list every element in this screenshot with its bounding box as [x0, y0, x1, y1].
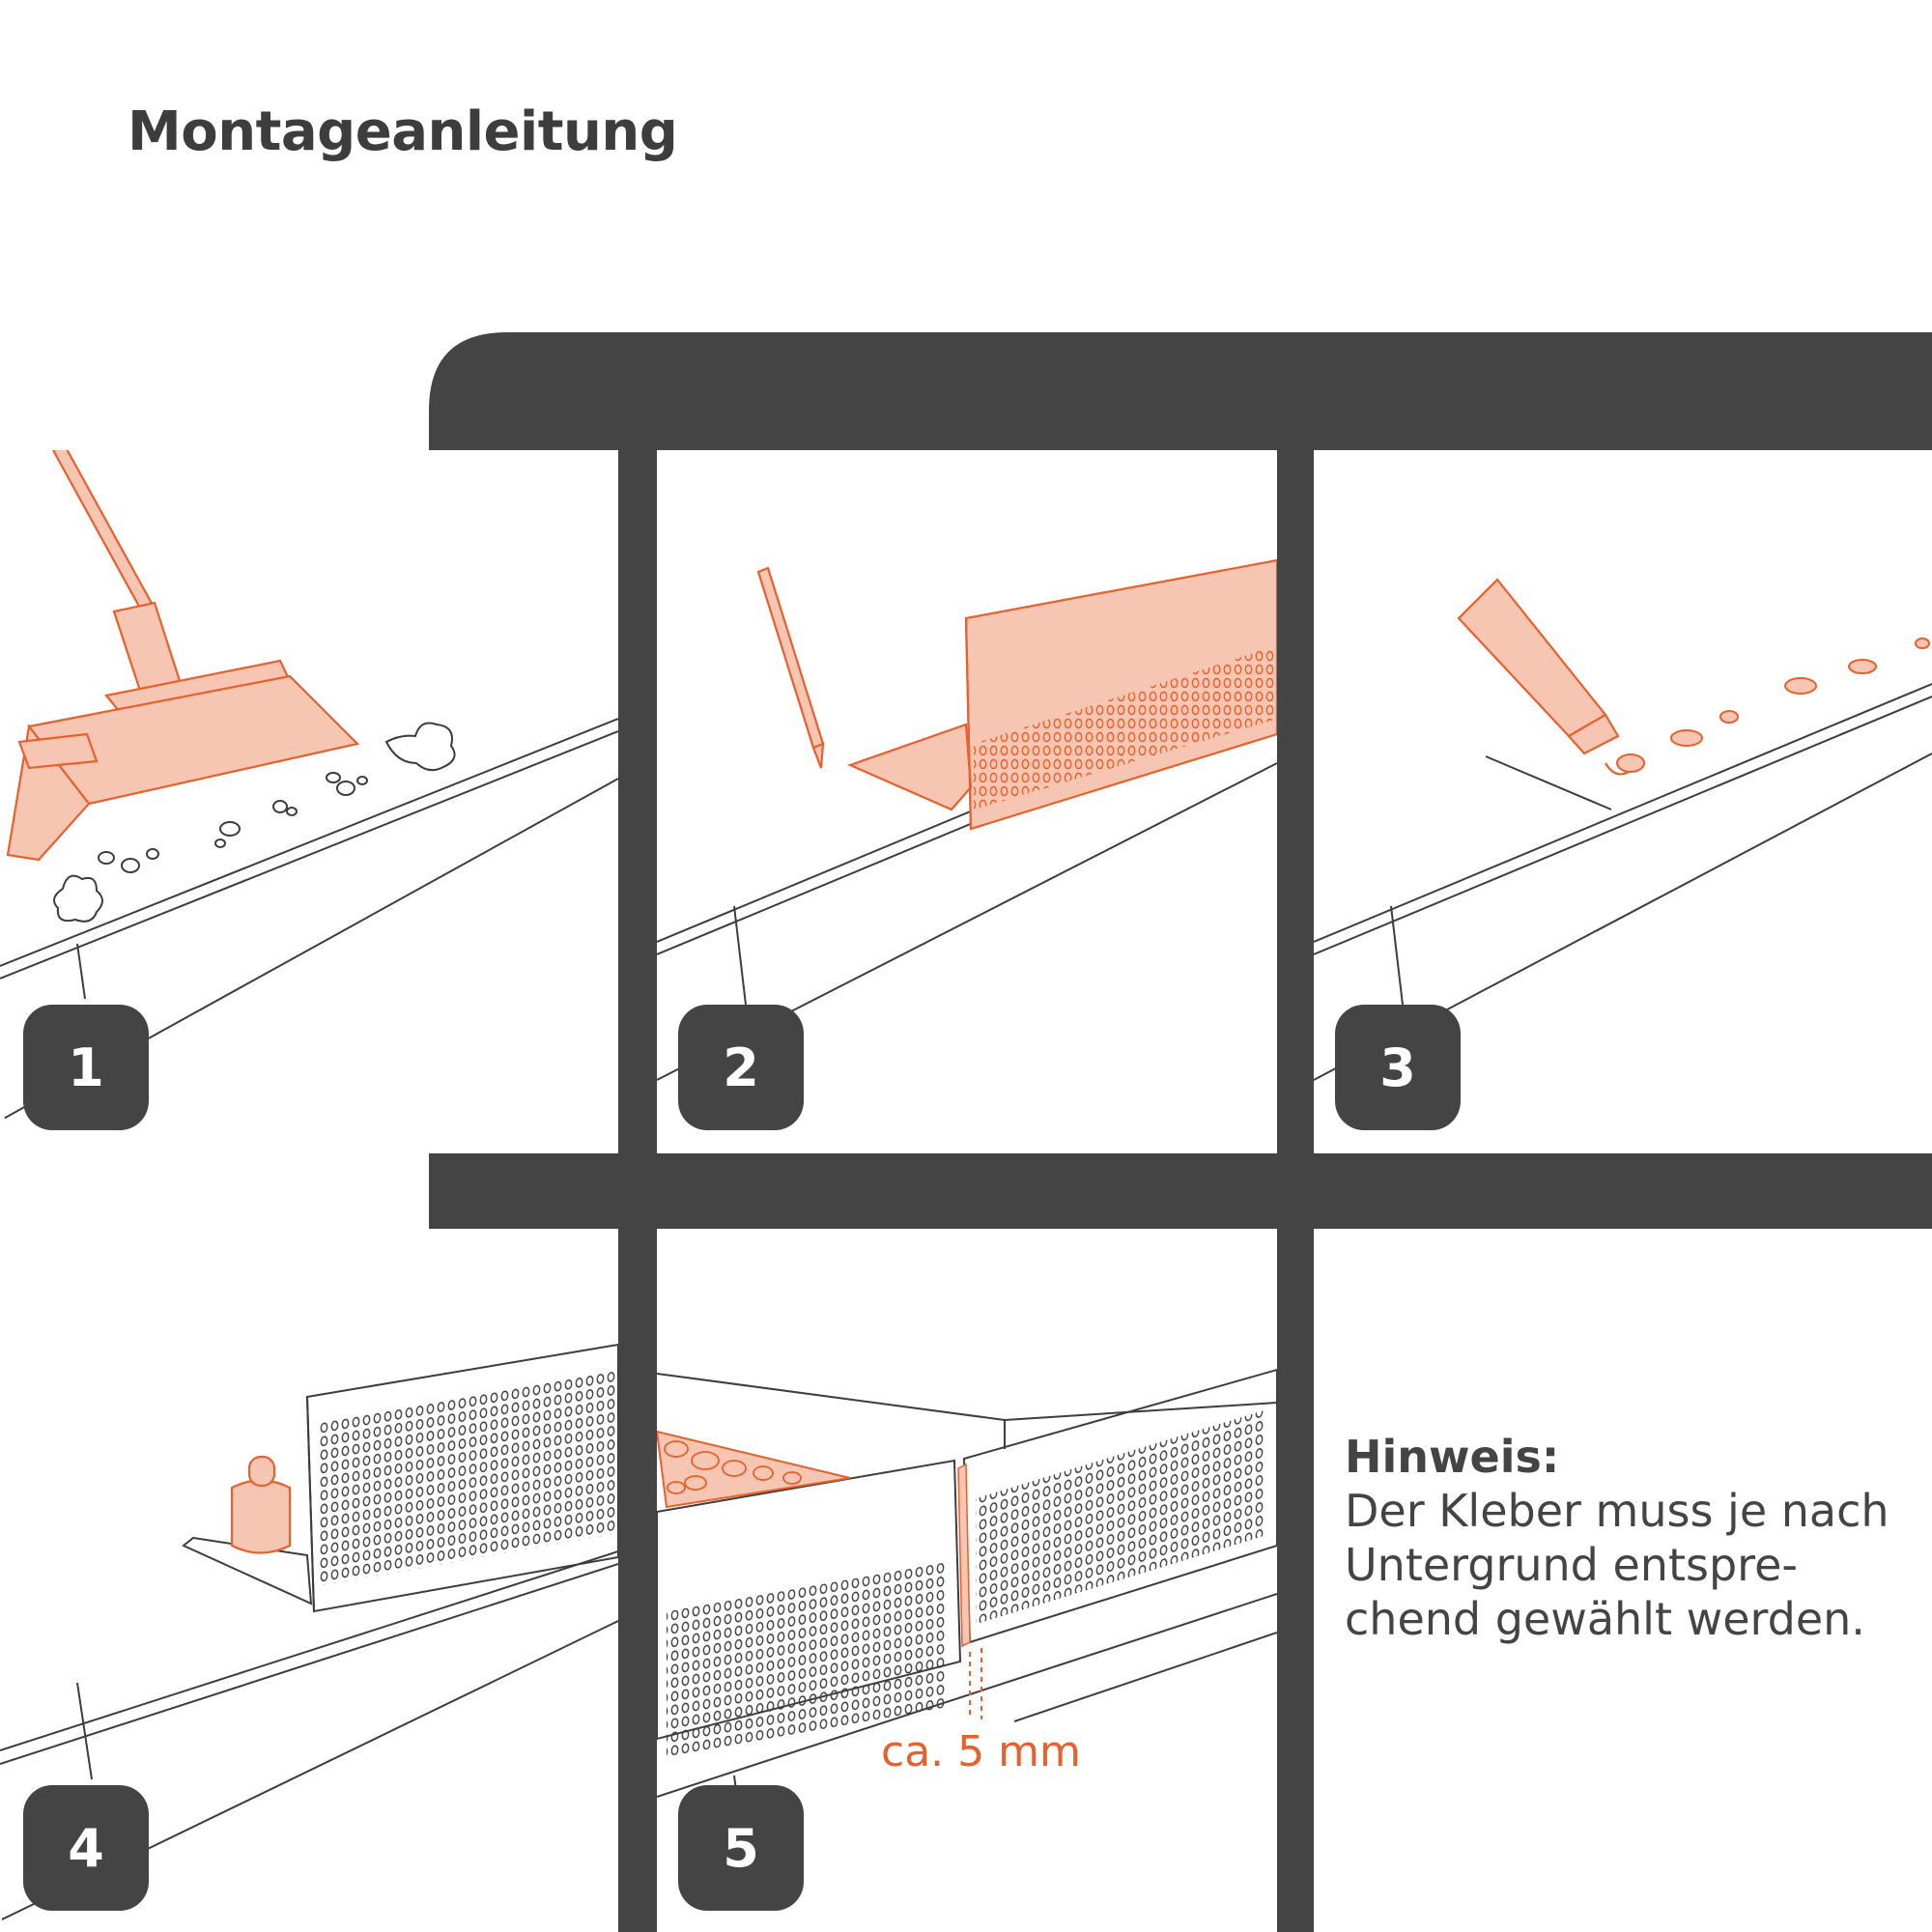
- note-text: Der Kleber muss je nach Untergrund entsp…: [1345, 1485, 1889, 1645]
- step-4-scene: [0, 1343, 618, 1921]
- gap-dimension-label: ca. 5 mm: [881, 1727, 1081, 1776]
- edge-profile-orange: [846, 558, 1277, 831]
- step-badge-4: 4: [23, 1785, 149, 1911]
- step-badge-1: 1: [23, 1005, 149, 1130]
- glue-dots: [1616, 638, 1930, 773]
- panel-frame: [429, 332, 1932, 1932]
- step-2-scene: [657, 558, 1277, 1081]
- step-badge-5: 5: [678, 1785, 804, 1911]
- weight-icon: [230, 1455, 292, 1554]
- step-badge-2: 2: [678, 1005, 804, 1130]
- pencil-icon: [756, 566, 825, 769]
- note-heading: Hinweis:: [1345, 1431, 1560, 1483]
- gap-marker: [969, 1648, 982, 1719]
- broom-icon: [6, 450, 360, 862]
- step-3-scene: [1314, 578, 1932, 1081]
- step-5-scene: [657, 1368, 1277, 1865]
- note-box: Hinweis: Der Kleber muss je nach Untergr…: [1345, 1430, 1915, 1646]
- step-badge-3: 3: [1335, 1005, 1461, 1130]
- glue-tube-icon: [1457, 578, 1635, 776]
- gravel-icon: [657, 1430, 851, 1509]
- page-title: Montageanleitung: [128, 100, 678, 163]
- step-1-scene: [0, 450, 618, 1122]
